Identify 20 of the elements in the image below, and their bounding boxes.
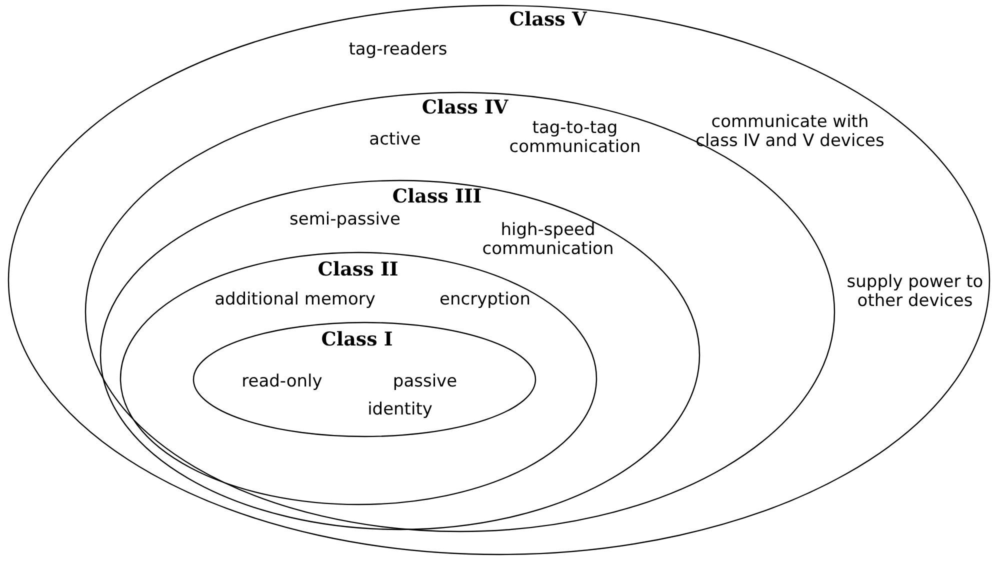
class-heading: Class III [392,188,482,206]
feature-label: identity [368,400,432,420]
class-heading: Class II [318,260,398,280]
class-heading: Class V [509,10,587,30]
feature-label: additional memory [214,290,376,310]
feature-label: communicate with class IV and V devices [695,113,885,151]
feature-label: passive [392,372,458,392]
class-heading: Class IV [422,98,508,118]
feature-label: read-only [242,372,322,392]
feature-label: tag-readers [348,40,448,60]
feature-label: encryption [440,290,530,310]
class-ellipse [8,5,990,555]
feature-label: high-speed communication [481,221,615,259]
feature-label: supply power to other devices [846,273,984,311]
class-ellipse [100,180,700,530]
class-ellipse [193,322,536,437]
feature-label: active [369,130,421,150]
feature-label: semi-passive [290,210,400,230]
feature-label: tag-to-tag communication [508,119,642,157]
class-heading: Class I [321,330,393,350]
